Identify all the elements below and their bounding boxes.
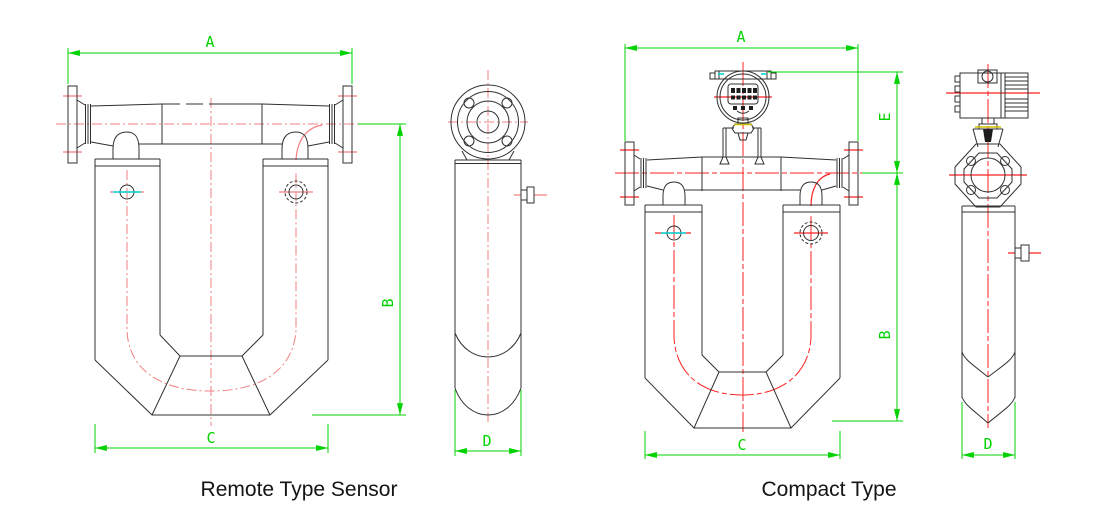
flange-left xyxy=(67,85,78,164)
flange-face-compact xyxy=(954,143,1022,208)
sensor-case-remote xyxy=(94,158,329,416)
dimension-label-e: E xyxy=(876,112,894,121)
dimension-label-b: B xyxy=(379,298,397,307)
tube-boss-right xyxy=(799,181,823,205)
case-body-compact-side xyxy=(961,205,1016,424)
dimension-d-compact: D xyxy=(961,402,1016,459)
tube-boss-right xyxy=(281,131,309,159)
display-buttons xyxy=(733,106,753,110)
pipe-assembly-compact xyxy=(624,141,859,206)
compact-side-view: D xyxy=(946,64,1041,459)
pipe-assembly-remote xyxy=(67,85,353,164)
neck-stem xyxy=(983,129,993,142)
caption-compact-type: Compact Type xyxy=(761,478,896,501)
tube-bend-centerline xyxy=(295,124,323,161)
dimension-label-c: C xyxy=(737,436,746,454)
dimension-label-a: A xyxy=(736,28,745,46)
sensor-boss-right xyxy=(279,180,313,204)
centerlines-remote-side xyxy=(448,70,528,424)
sensor-boss-left xyxy=(110,184,144,200)
dimension-b-remote: B xyxy=(312,123,406,416)
transmitter-display xyxy=(727,83,759,105)
sensor-boss-left xyxy=(655,225,691,241)
flange-right xyxy=(848,141,859,206)
dimension-a-compact: A xyxy=(624,28,859,141)
display-digits xyxy=(731,88,757,100)
dimension-label-b: B xyxy=(876,330,894,339)
flange-right xyxy=(342,85,353,164)
remote-front-view: A B C xyxy=(56,33,406,453)
dimension-label-d: D xyxy=(983,435,992,453)
u-tube-centerline xyxy=(126,170,297,392)
eyelet xyxy=(981,70,994,83)
remote-side-view: D xyxy=(448,70,547,456)
cable-gland-remote xyxy=(514,186,547,204)
centerlines-remote-front xyxy=(56,95,366,426)
cable-gland-compact xyxy=(1008,244,1041,262)
centerlines-compact-front xyxy=(615,62,868,432)
sight-tab xyxy=(977,69,998,84)
dimension-b-compact: B xyxy=(832,173,903,422)
dimension-a-remote: A xyxy=(67,33,353,84)
dimension-d-remote: D xyxy=(454,390,522,456)
sensor-case-compact xyxy=(644,204,841,429)
centerlines-compact-side xyxy=(946,64,1040,428)
flange-face xyxy=(450,84,526,160)
housing-fins xyxy=(1004,72,1029,119)
sensor-boss-right xyxy=(794,221,828,245)
bolt-holes xyxy=(966,156,1010,195)
dimension-label-a: A xyxy=(205,33,214,51)
tube-bend-centerline xyxy=(810,173,831,207)
transmitter-head-side xyxy=(954,69,1029,148)
dimension-c-remote: C xyxy=(94,424,329,453)
compact-front-view: A E B C xyxy=(615,28,903,459)
u-tube-centerline xyxy=(673,215,812,396)
dimension-label-d: D xyxy=(482,432,491,450)
tube-boss-left xyxy=(112,131,140,159)
dimension-label-c: C xyxy=(206,429,215,447)
bolt-holes xyxy=(463,97,513,147)
caption-remote-type: Remote Type Sensor xyxy=(201,478,398,501)
dimension-c-compact: C xyxy=(644,431,841,459)
tube-boss-left xyxy=(662,181,686,205)
flange-left xyxy=(624,141,635,206)
